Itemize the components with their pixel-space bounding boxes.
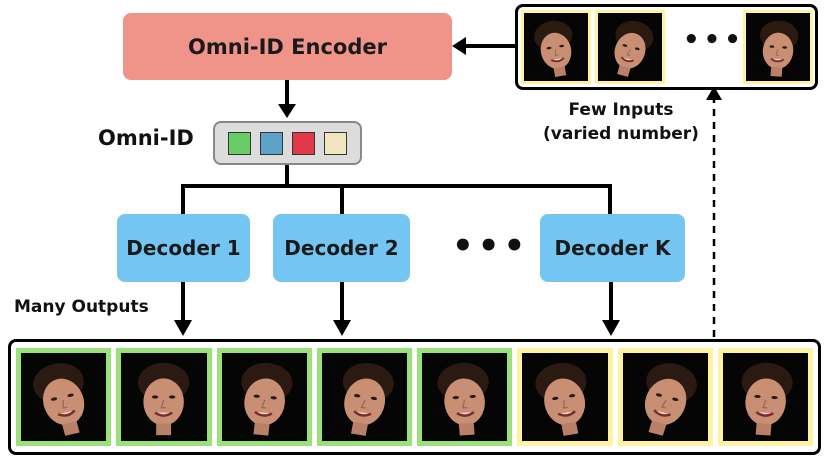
few-inputs-caption: Few Inputs (varied number) xyxy=(526,98,716,146)
input-face-output-frame xyxy=(517,348,613,446)
encoder-label: Omni-ID Encoder xyxy=(188,34,387,59)
output-face-image xyxy=(422,353,508,441)
output-face-image xyxy=(221,353,307,441)
input-face-frame-2 xyxy=(595,10,665,84)
decoder-1-label: Decoder 1 xyxy=(126,236,241,260)
input-face-frame-3 xyxy=(743,10,813,84)
omni-id-encoder-box: Omni-ID Encoder xyxy=(123,13,452,80)
output-face-image xyxy=(722,353,808,441)
input-face-output-frame xyxy=(717,348,813,446)
input-face-image xyxy=(524,13,588,81)
output-face-image xyxy=(21,353,107,441)
decoder-k-box: Decoder K xyxy=(540,214,685,282)
omni-id-label: Omni-ID xyxy=(98,126,194,150)
embedding-swatch-2 xyxy=(260,132,283,155)
output-face-image xyxy=(321,353,407,441)
inputs-ellipsis: ••• xyxy=(683,25,745,55)
decoder-k-label: Decoder K xyxy=(554,236,671,260)
output-face-image xyxy=(622,353,708,441)
generated-face-frame xyxy=(16,348,112,446)
input-face-output-frame xyxy=(617,348,713,446)
embedding-swatch-4 xyxy=(324,132,347,155)
generated-face-frame xyxy=(116,348,212,446)
generated-face-frame xyxy=(216,348,312,446)
decoder-2-box: Decoder 2 xyxy=(273,214,410,282)
few-inputs-caption-line2: (varied number) xyxy=(543,124,699,144)
input-face-frame-1 xyxy=(521,10,591,84)
decoder-2-label: Decoder 2 xyxy=(284,236,399,260)
omni-id-embedding xyxy=(213,121,362,165)
few-inputs-caption-line1: Few Inputs xyxy=(568,100,674,120)
output-face-image xyxy=(121,353,207,441)
embedding-swatch-1 xyxy=(228,132,251,155)
input-face-image xyxy=(746,13,810,81)
many-outputs-strip xyxy=(8,339,821,455)
output-face-image xyxy=(522,353,608,441)
decoder-1-box: Decoder 1 xyxy=(117,214,250,282)
input-face-image xyxy=(598,13,662,81)
generated-face-frame xyxy=(417,348,513,446)
generated-face-frame xyxy=(316,348,412,446)
many-outputs-caption: Many Outputs xyxy=(14,297,149,317)
few-inputs-strip: ••• xyxy=(515,4,818,90)
embedding-swatch-3 xyxy=(292,132,315,155)
decoder-ellipsis: ••• xyxy=(452,226,530,266)
